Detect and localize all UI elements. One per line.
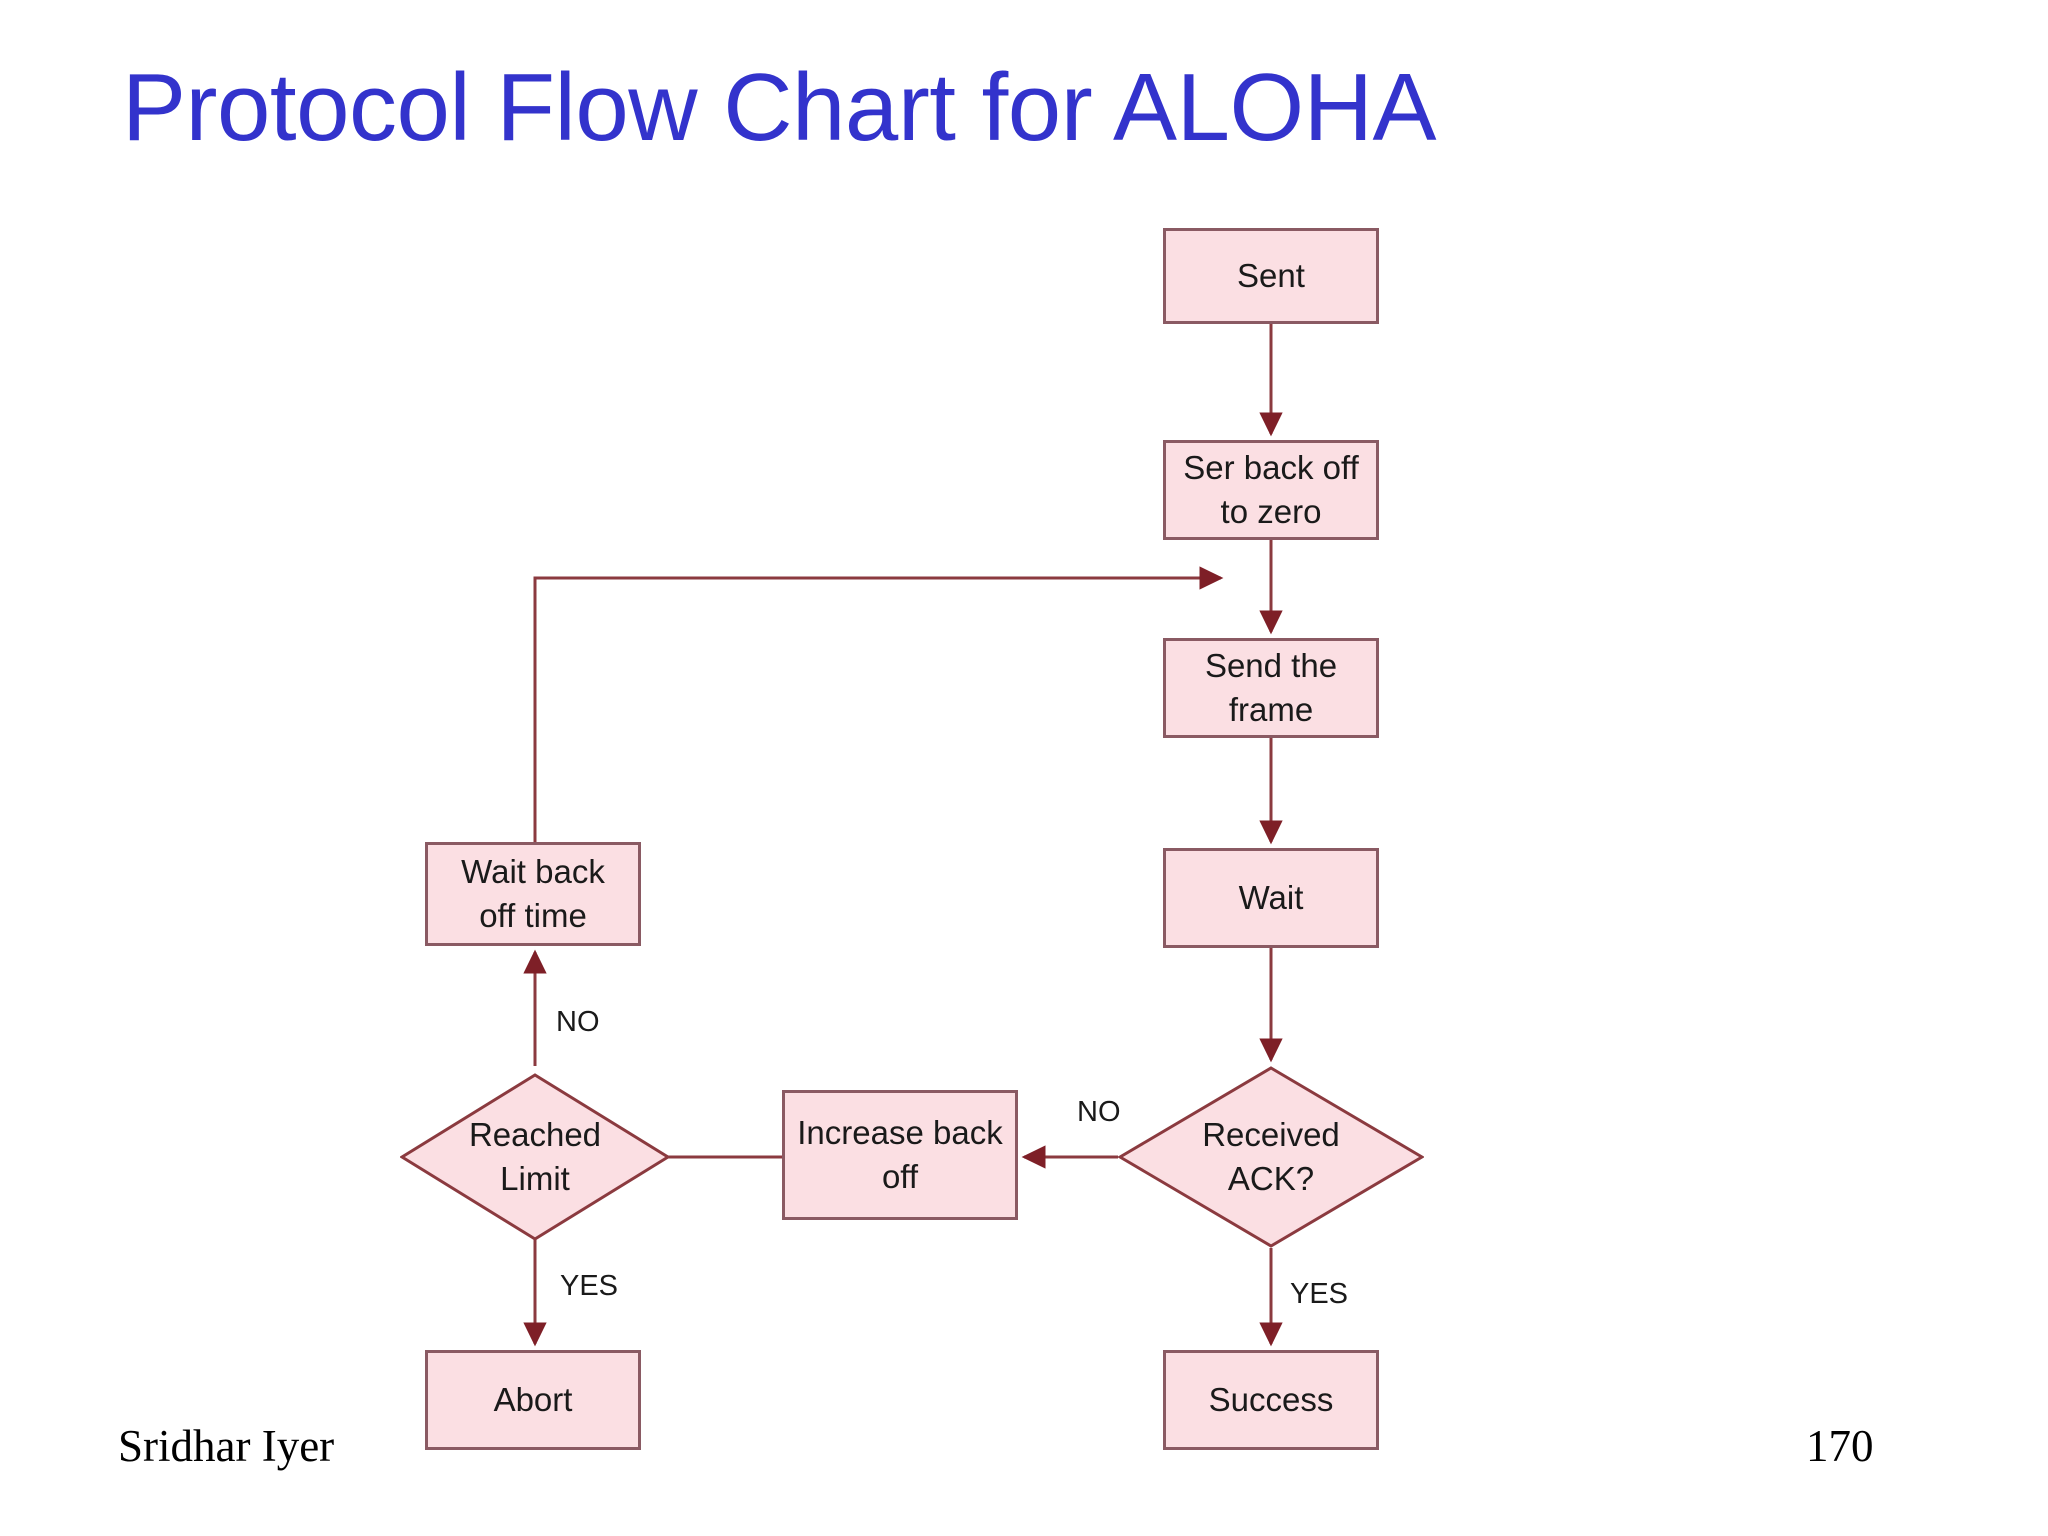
- footer-author: Sridhar Iyer: [118, 1421, 335, 1471]
- edge-label-no-reached-limit: NO: [556, 1006, 600, 1038]
- edge-label-yes-reached-limit: YES: [560, 1270, 619, 1302]
- flow-node-sent-label: Sent: [1237, 257, 1305, 295]
- diamond-shape-received-ack: [1118, 1066, 1424, 1248]
- flow-node-success-label: Success: [1208, 1381, 1334, 1419]
- flow-node-sent[interactable]: Sent: [1163, 228, 1379, 324]
- page-title: Protocol Flow Chart for ALOHA: [122, 54, 1436, 161]
- flow-node-wait[interactable]: Wait: [1163, 848, 1379, 948]
- footer-page-number: 170: [1806, 1421, 1874, 1471]
- edge-waitbackoff-feedback-to-sendframe: [533, 566, 1224, 842]
- flow-node-abort-label: Abort: [493, 1381, 573, 1419]
- edge-label-yes-received-ack: YES: [1290, 1278, 1349, 1310]
- diamond-shape-reached-limit: [400, 1073, 670, 1241]
- edge-label-no-received-ack: NO: [1077, 1096, 1121, 1128]
- flow-node-wait-label: Wait: [1238, 879, 1304, 917]
- flow-node-success[interactable]: Success: [1163, 1350, 1379, 1450]
- flow-node-abort[interactable]: Abort: [425, 1350, 641, 1450]
